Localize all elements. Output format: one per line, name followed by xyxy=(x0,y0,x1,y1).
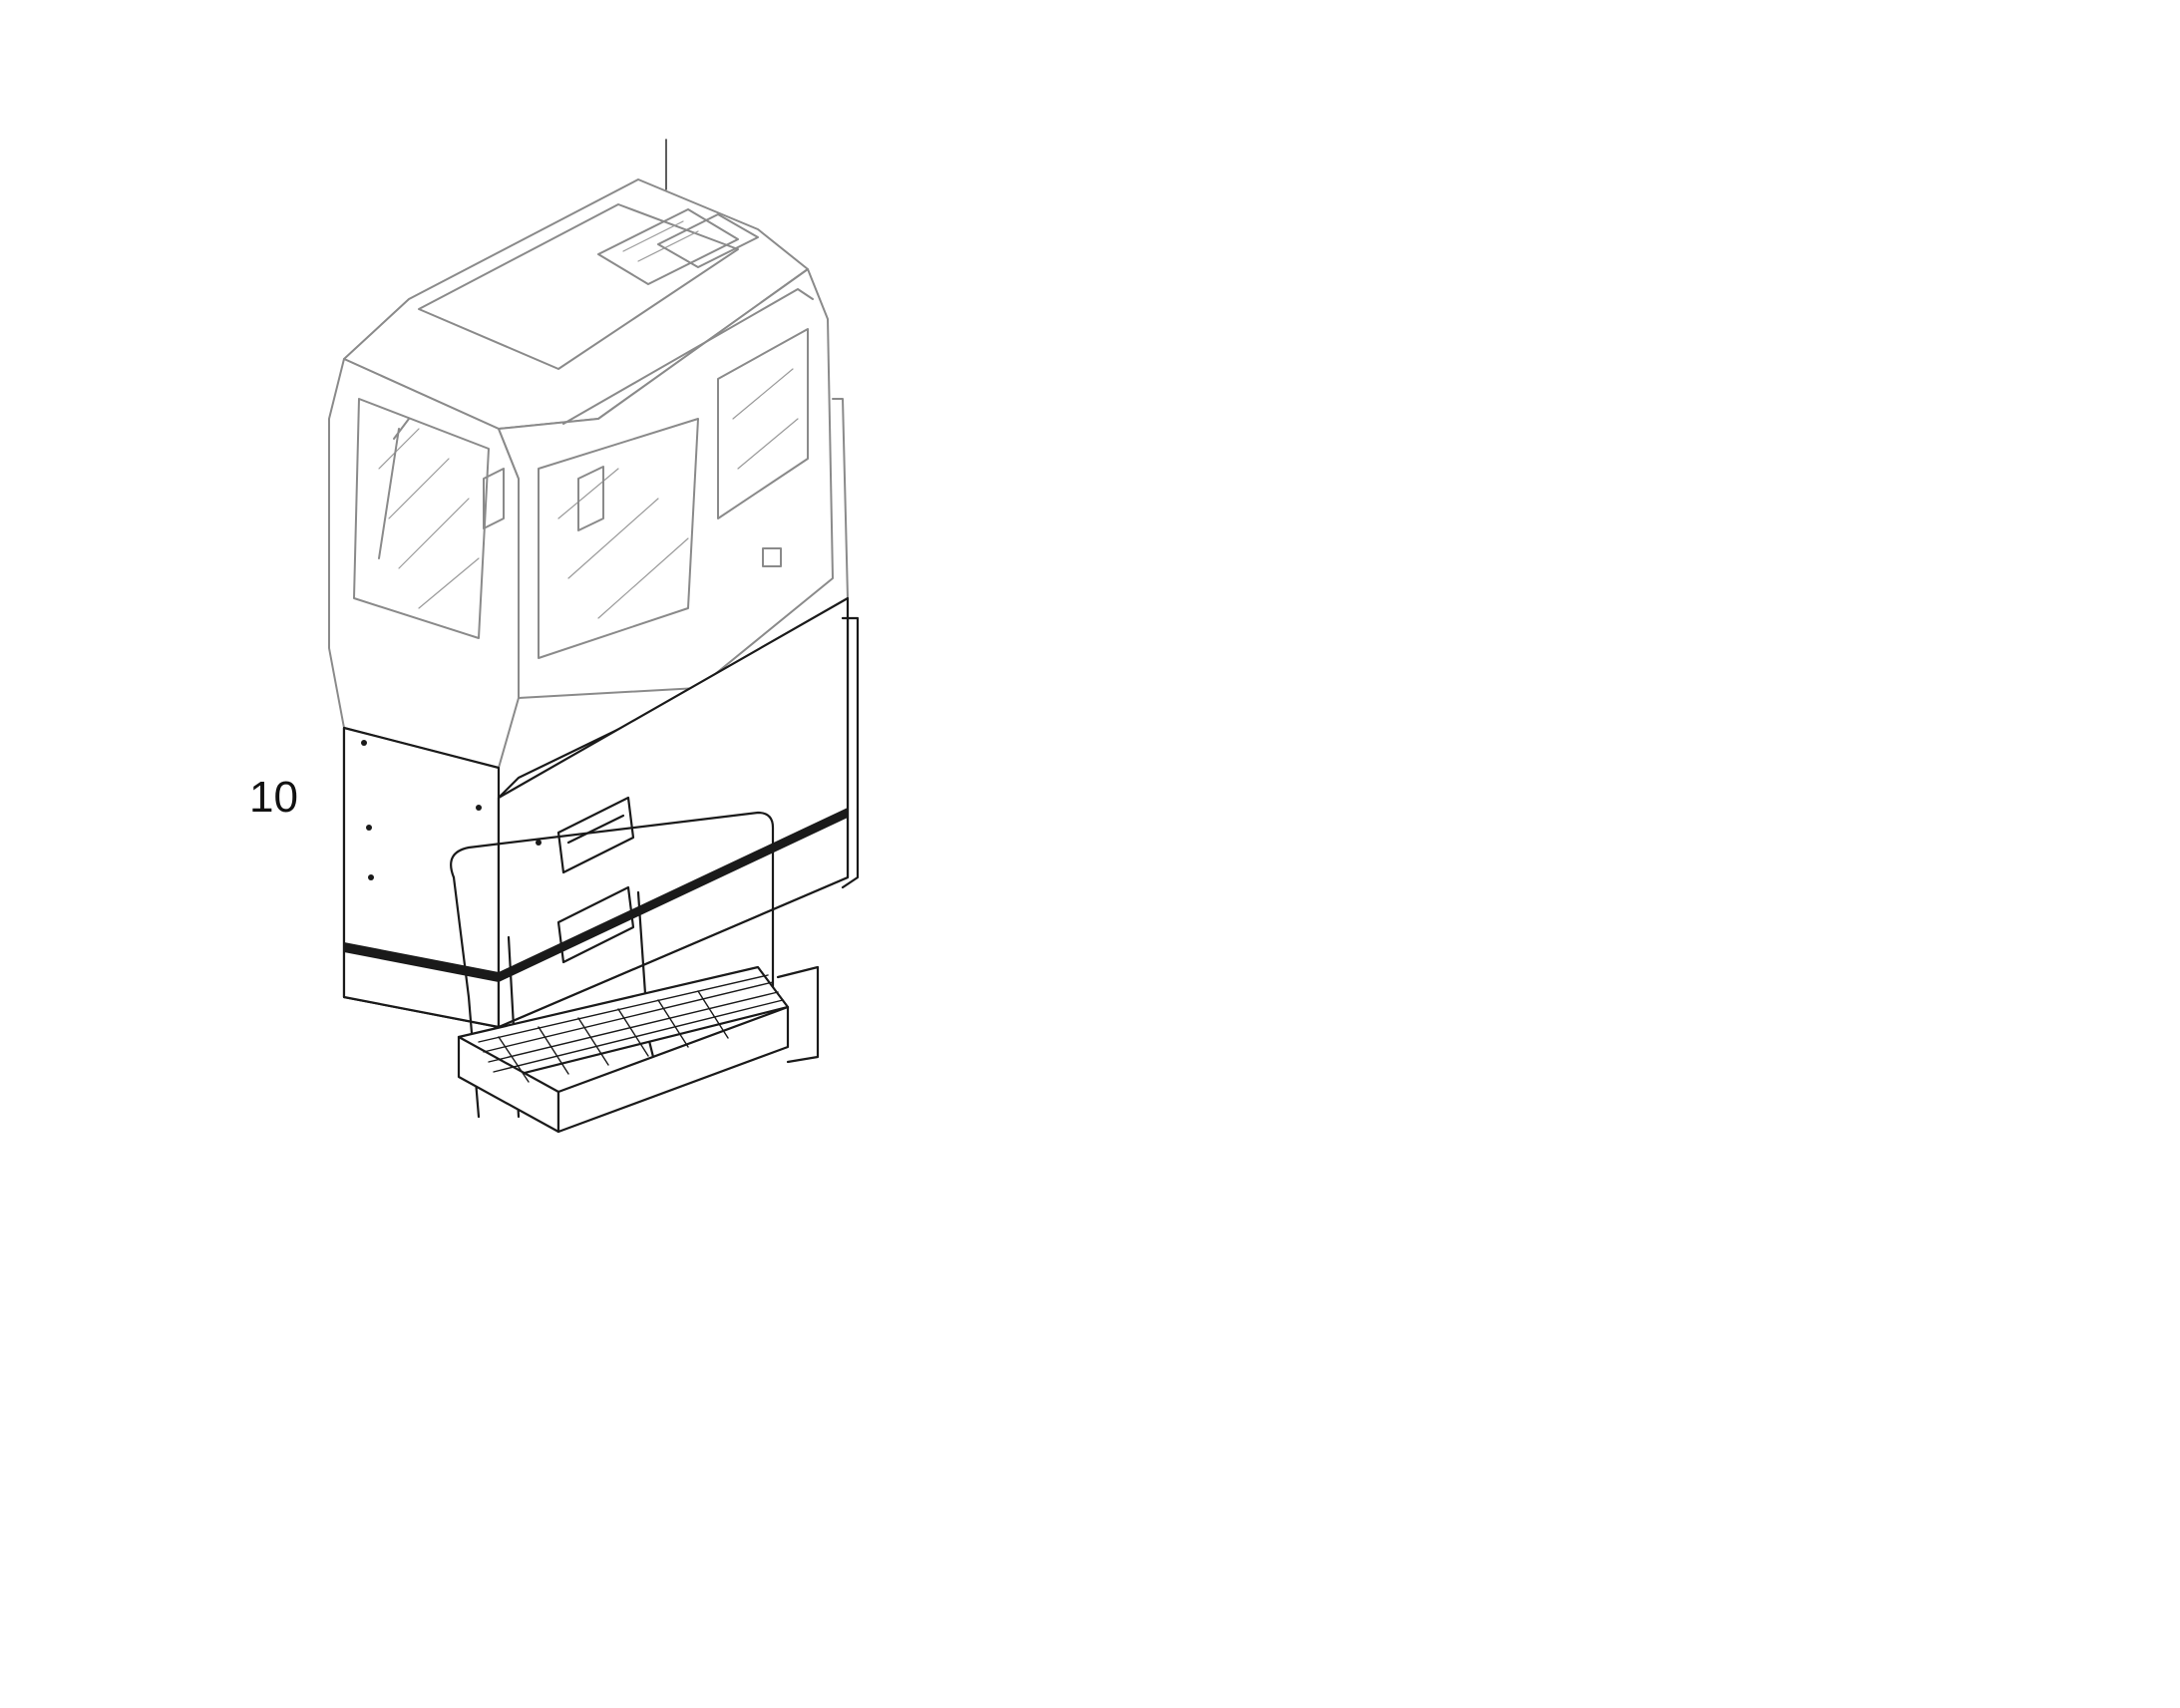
cab-base-module xyxy=(342,596,860,1029)
operator-cab xyxy=(328,139,849,769)
callout-number-10: 10 xyxy=(249,773,298,822)
access-platform xyxy=(450,811,820,1134)
